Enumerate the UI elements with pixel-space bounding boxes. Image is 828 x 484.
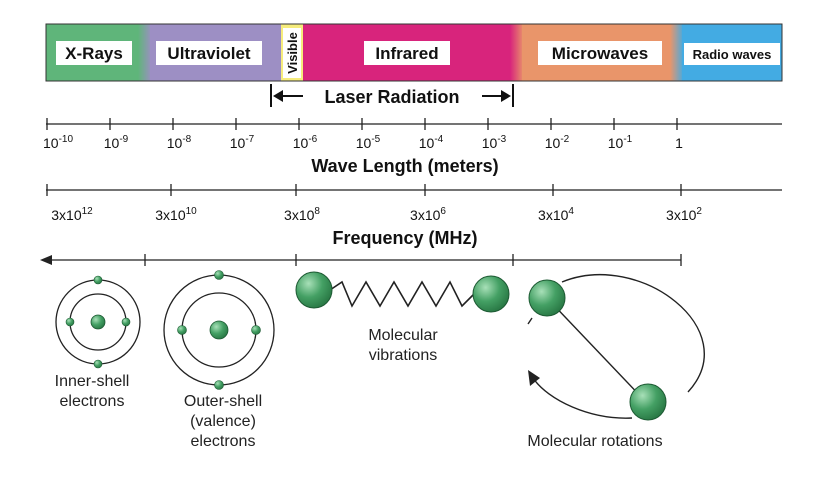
wavelength-axis [46,118,782,130]
frequency-tick-label: 3x108 [284,206,320,223]
spectrum-bar: X-Rays Ultraviolet Visible Infrared Micr… [45,23,783,82]
electron [93,275,103,285]
outer-shell-caption: Outer-shell [184,393,262,410]
wavelength-tick-labels: 10-10 10-9 10-8 10-7 10-6 10-5 10-4 10-3… [43,134,683,151]
electron [214,270,224,280]
ultraviolet-label-box [156,41,262,65]
wavelength-tick-label: 10-5 [356,134,381,151]
electron [121,317,131,327]
rotation-arrowhead [528,370,540,386]
band-xrays-uv-blend [138,24,152,81]
nucleus [209,320,229,340]
inner-shell-caption: Inner-shell [55,373,130,390]
microwaves-label: Microwaves [552,44,648,63]
band-mw-radio-blend [670,24,684,81]
laser-radiation-label: Laser Radiation [324,87,459,107]
electron [177,325,187,335]
electron [251,325,261,335]
spectrum-bar-border [45,23,783,82]
frequency-tick-label: 3x104 [538,206,574,223]
wavelength-tick-label: 10-9 [104,134,129,151]
transition-range-line [46,254,682,266]
left-arrowhead [40,255,52,265]
radio-waves-label-box [684,43,780,65]
wavelength-tick-label: 10-4 [419,134,444,151]
infrared-label: Infrared [375,44,438,63]
frequency-tick-label: 3x106 [410,206,446,223]
electron [65,317,75,327]
electron [93,359,103,369]
nucleus [90,314,106,330]
molecular-rotations [527,274,705,421]
inner-shell-atom [55,275,141,369]
wavelength-tick-label: 10-1 [608,134,633,151]
frequency-tick-labels: 3x1012 3x1010 3x108 3x106 3x104 3x102 [51,206,702,223]
vibrations-caption: Molecular [368,327,438,344]
rotation-return-path [532,377,633,419]
frequency-axis-title: Frequency (MHz) [332,228,477,248]
spring [329,280,477,308]
frequency-tick-label: 3x102 [666,206,702,223]
laser-radiation-bracket [270,84,514,107]
wavelength-tick-label: 10-7 [230,134,255,151]
outer-shell-caption: electrons [191,433,256,450]
wavelength-axis-title: Wave Length (meters) [311,156,498,176]
bond-stub [527,317,533,325]
rotation-path [561,274,705,393]
inner-shell-caption: electrons [60,393,125,410]
xrays-label: X-Rays [65,44,123,63]
frequency-axis [46,184,782,196]
outer-shell-caption: (valence) [190,413,256,430]
electron [214,380,224,390]
wavelength-tick-label: 1 [675,135,683,151]
bond [546,297,647,403]
rotations-caption: Molecular rotations [527,433,662,450]
wavelength-tick-label: 10-2 [545,134,570,151]
frequency-tick-label: 3x1010 [155,206,197,223]
visible-label: Visible [285,32,300,74]
atom-right [472,275,510,313]
radio-waves-label: Radio waves [693,47,772,62]
ultraviolet-label: Ultraviolet [167,44,250,63]
band-ir-mw-blend [510,24,524,81]
xrays-label-box [56,41,132,65]
atom-left [295,271,333,309]
vibrations-caption: vibrations [369,347,437,364]
outer-shell-atom [163,270,275,390]
infrared-label-box [364,41,450,65]
wavelength-tick-label: 10-3 [482,134,507,151]
molecular-vibrations [295,271,510,313]
microwaves-label-box [538,41,662,65]
atom-bottom [629,383,667,421]
wavelength-tick-label: 10-6 [293,134,318,151]
wavelength-tick-label: 10-10 [43,134,73,151]
frequency-tick-label: 3x1012 [51,206,93,223]
atom-top [528,279,566,317]
visible-label-box [283,28,301,78]
wavelength-tick-label: 10-8 [167,134,192,151]
